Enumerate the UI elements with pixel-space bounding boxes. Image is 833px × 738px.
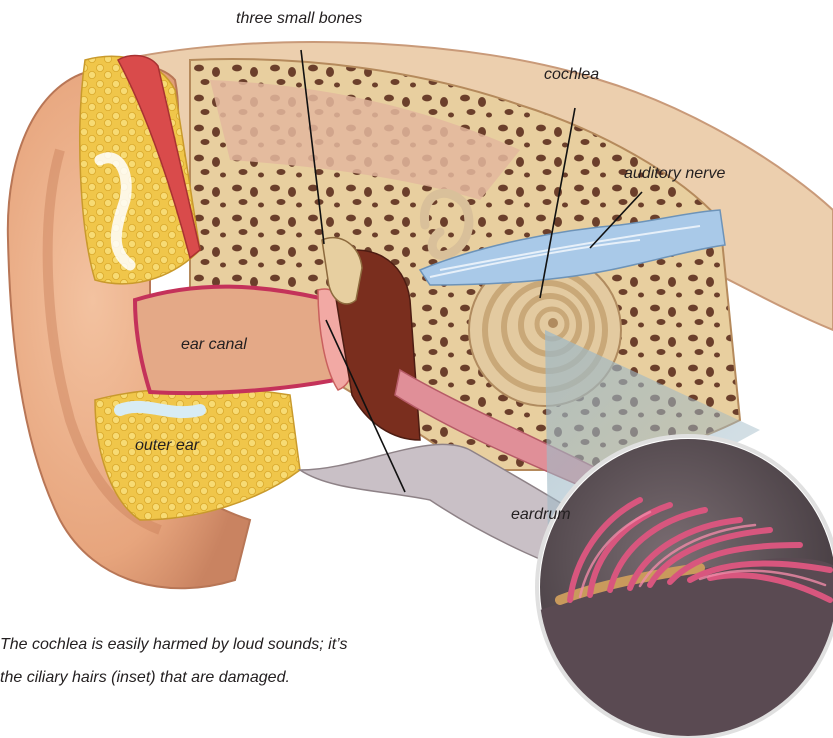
- label-auditory-nerve: auditory nerve: [624, 165, 725, 183]
- label-outer-ear: outer ear: [135, 437, 199, 455]
- label-eardrum: eardrum: [511, 506, 571, 524]
- label-three-small-bones: three small bones: [236, 10, 362, 28]
- ciliary-hairs-inset: [537, 436, 833, 738]
- caption-line-2: the ciliary hairs (inset) that are damag…: [0, 661, 347, 694]
- caption-line-1: The cochlea is easily harmed by loud sou…: [0, 628, 347, 661]
- label-ear-canal: ear canal: [181, 336, 247, 354]
- caption: The cochlea is easily harmed by loud sou…: [0, 628, 347, 694]
- label-cochlea: cochlea: [544, 66, 599, 84]
